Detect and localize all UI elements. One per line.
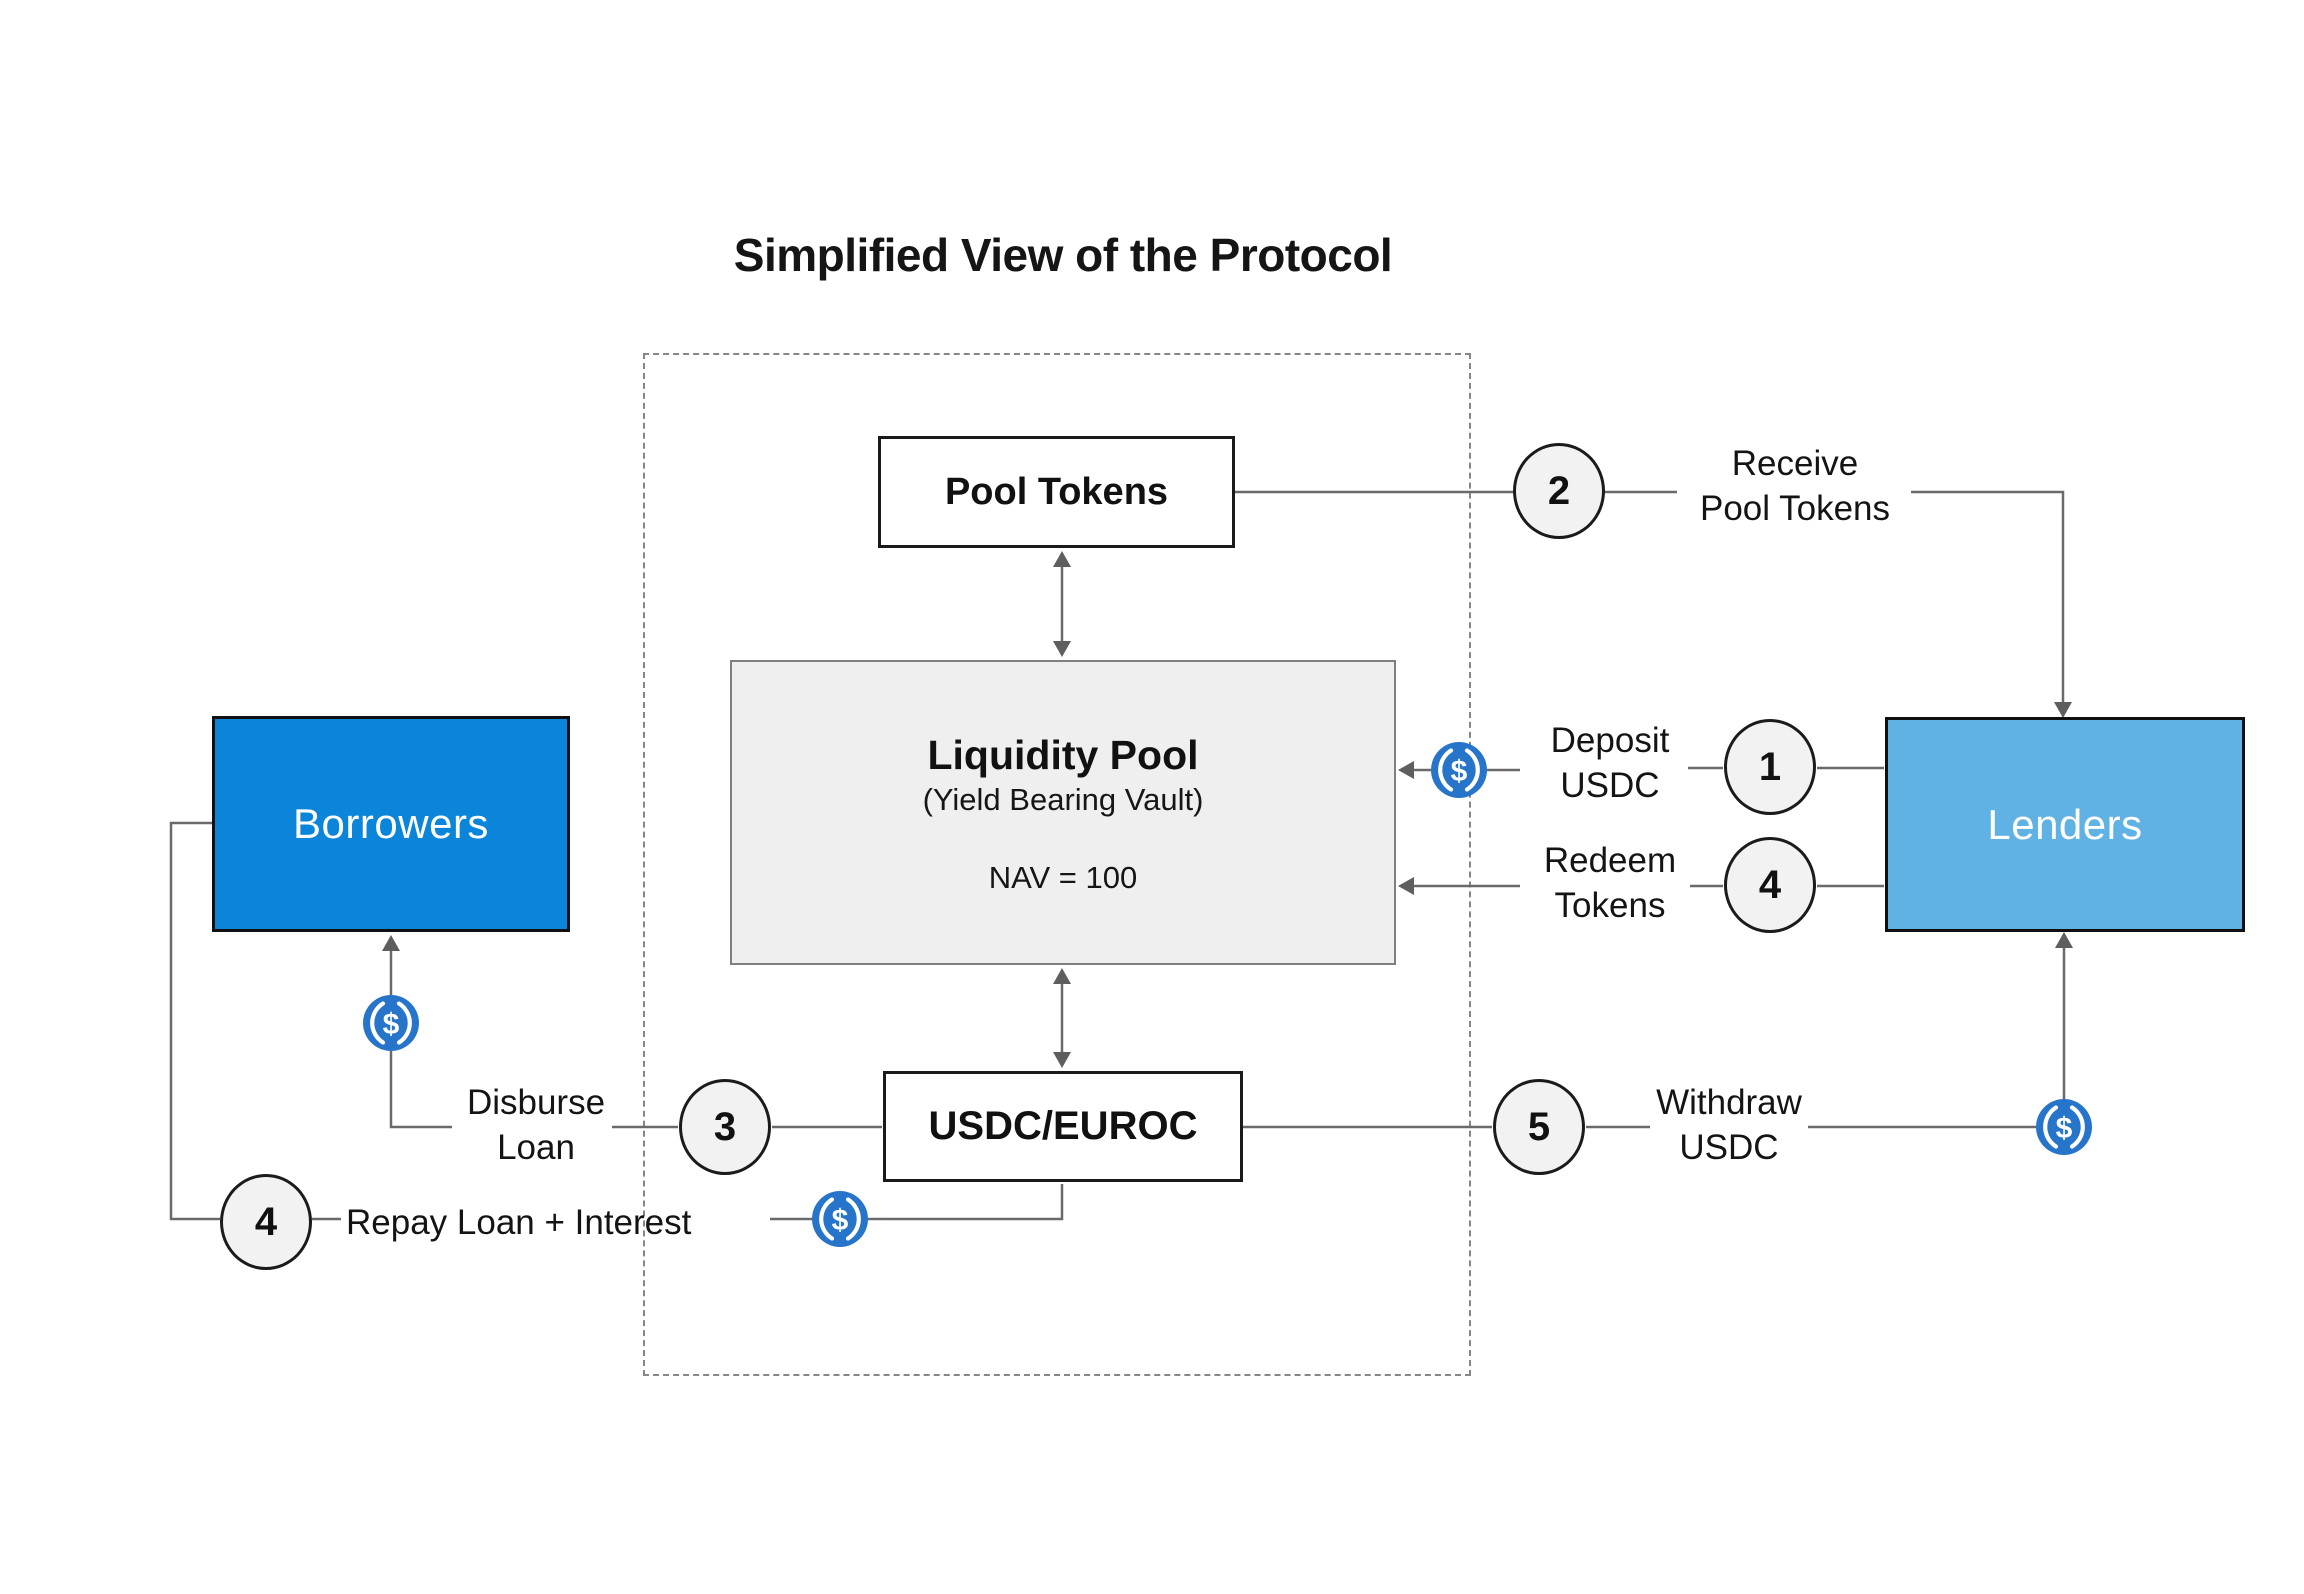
label-line: Tokens [1554, 886, 1666, 925]
label-line: Loan [497, 1128, 575, 1167]
label-withdraw-usdc: Withdraw USDC [1579, 1080, 1879, 1170]
label-line: Receive [1731, 444, 1859, 483]
label-repay-loan-interest: Repay Loan + Interest [346, 1200, 846, 1245]
usdc-symbol: $ [2056, 1112, 2073, 1145]
step-number: 3 [713, 1104, 737, 1149]
borrowers-label: Borrowers [293, 800, 489, 847]
usdc-euroc-box: USDC/EUROC [883, 1071, 1243, 1182]
vault-usdc-euroc-link [1053, 968, 1071, 1068]
borrowers-box: Borrowers [212, 716, 570, 932]
usdc-symbol: $ [1451, 755, 1468, 788]
step-number: 4 [254, 1199, 278, 1244]
usdc-coin-icon-disburse: $ [362, 994, 420, 1052]
usdc-coin-icon-withdraw: $ [2035, 1098, 2093, 1156]
usdc-symbol: $ [832, 1204, 849, 1237]
usdc-coin-icon-repay: $ [811, 1190, 869, 1248]
label-redeem-tokens: Redeem Tokens [1460, 838, 1760, 928]
protocol-dashed-container [643, 353, 1471, 1376]
label-line: Deposit [1550, 721, 1670, 760]
usdc-symbol: $ [383, 1008, 400, 1041]
label-line: Pool Tokens [1699, 489, 1891, 528]
step-number: 1 [1758, 744, 1782, 789]
label-line: Disburse [466, 1083, 606, 1122]
lenders-label: Lenders [1987, 800, 2143, 848]
step-number: 2 [1547, 468, 1571, 513]
step-circle-receive: 2 [1513, 443, 1605, 539]
label-receive-pool-tokens: Receive Pool Tokens [1645, 441, 1945, 531]
label-line: Redeem [1543, 841, 1677, 880]
liquidity-pool-title: Liquidity Pool [927, 731, 1199, 778]
label-line: USDC [1679, 1128, 1779, 1167]
label-line: Withdraw [1656, 1083, 1802, 1122]
liquidity-pool-subtitle: (Yield Bearing Vault) [922, 781, 1204, 817]
label-line: Repay Loan + Interest [346, 1203, 692, 1242]
page-title: Simplified View of the Protocol [733, 229, 1393, 281]
step-number: 5 [1527, 1104, 1551, 1149]
liquidity-pool-nav-value: NAV = 100 [988, 859, 1138, 895]
pool-tokens-box: Pool Tokens [878, 436, 1235, 548]
label-deposit-usdc: Deposit USDC [1460, 718, 1760, 808]
pool-tokens-vault-link [1053, 551, 1071, 657]
receive-pool-tokens-path [1235, 490, 2072, 718]
usdc-coin-icon-deposit: $ [1430, 741, 1488, 799]
step-circle-withdraw: 5 [1493, 1079, 1585, 1175]
usdc-euroc-label: USDC/EUROC [928, 1104, 1198, 1148]
step-circle-deposit: 1 [1724, 719, 1816, 815]
lenders-box: Lenders [1885, 717, 2245, 932]
pool-tokens-label: Pool Tokens [944, 470, 1169, 513]
liquidity-pool-box: Liquidity Pool (Yield Bearing Vault) NAV… [730, 660, 1396, 965]
label-disburse-loan: Disburse Loan [386, 1080, 686, 1170]
step-circle-disburse: 3 [679, 1079, 771, 1175]
step-circle-repay: 4 [220, 1174, 312, 1270]
step-circle-redeem: 4 [1724, 837, 1816, 933]
step-number: 4 [1758, 862, 1782, 907]
label-line: USDC [1560, 766, 1660, 805]
redeem-tokens-path [1398, 877, 1884, 895]
